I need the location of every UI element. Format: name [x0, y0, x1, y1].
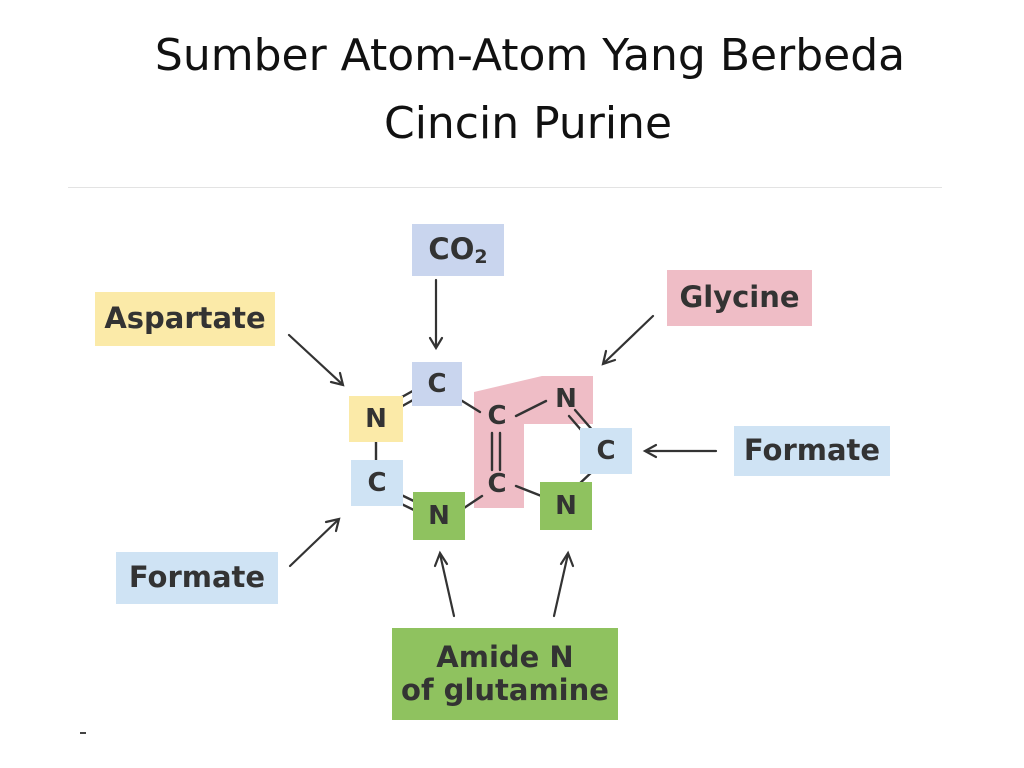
- glycine-label: Glycine: [667, 270, 812, 326]
- slide-title-line2: Cincin Purine: [383, 98, 673, 149]
- source-arrows: [287, 278, 718, 618]
- formate-left-label: Formate: [116, 552, 278, 604]
- aspartate-label: Aspartate: [95, 292, 275, 346]
- atom-n7: N: [555, 384, 577, 414]
- co2-main: CO: [428, 232, 475, 267]
- amide-line2: of glutamine: [401, 673, 609, 707]
- atom-c2: C: [351, 460, 403, 506]
- atom-c6: C: [412, 362, 462, 406]
- amide-glutamine-label: Amide N of glutamine: [392, 628, 618, 720]
- amide-line1: Amide N: [436, 639, 574, 674]
- formate-right-label: Formate: [734, 426, 890, 476]
- atom-c5: C: [487, 401, 507, 431]
- slide-title-line1: Sumber Atom-Atom Yang Berbeda: [154, 30, 906, 81]
- atom-n3: N: [413, 492, 465, 540]
- divider-line: [68, 187, 942, 188]
- atom-c4: C: [487, 469, 507, 499]
- atom-n1: N: [349, 396, 403, 442]
- corner-mark: [80, 732, 86, 734]
- atom-n9: N: [540, 482, 592, 530]
- atom-c8: C: [580, 428, 632, 474]
- glycine-region: [474, 376, 593, 508]
- co2-subscript: 2: [474, 246, 488, 269]
